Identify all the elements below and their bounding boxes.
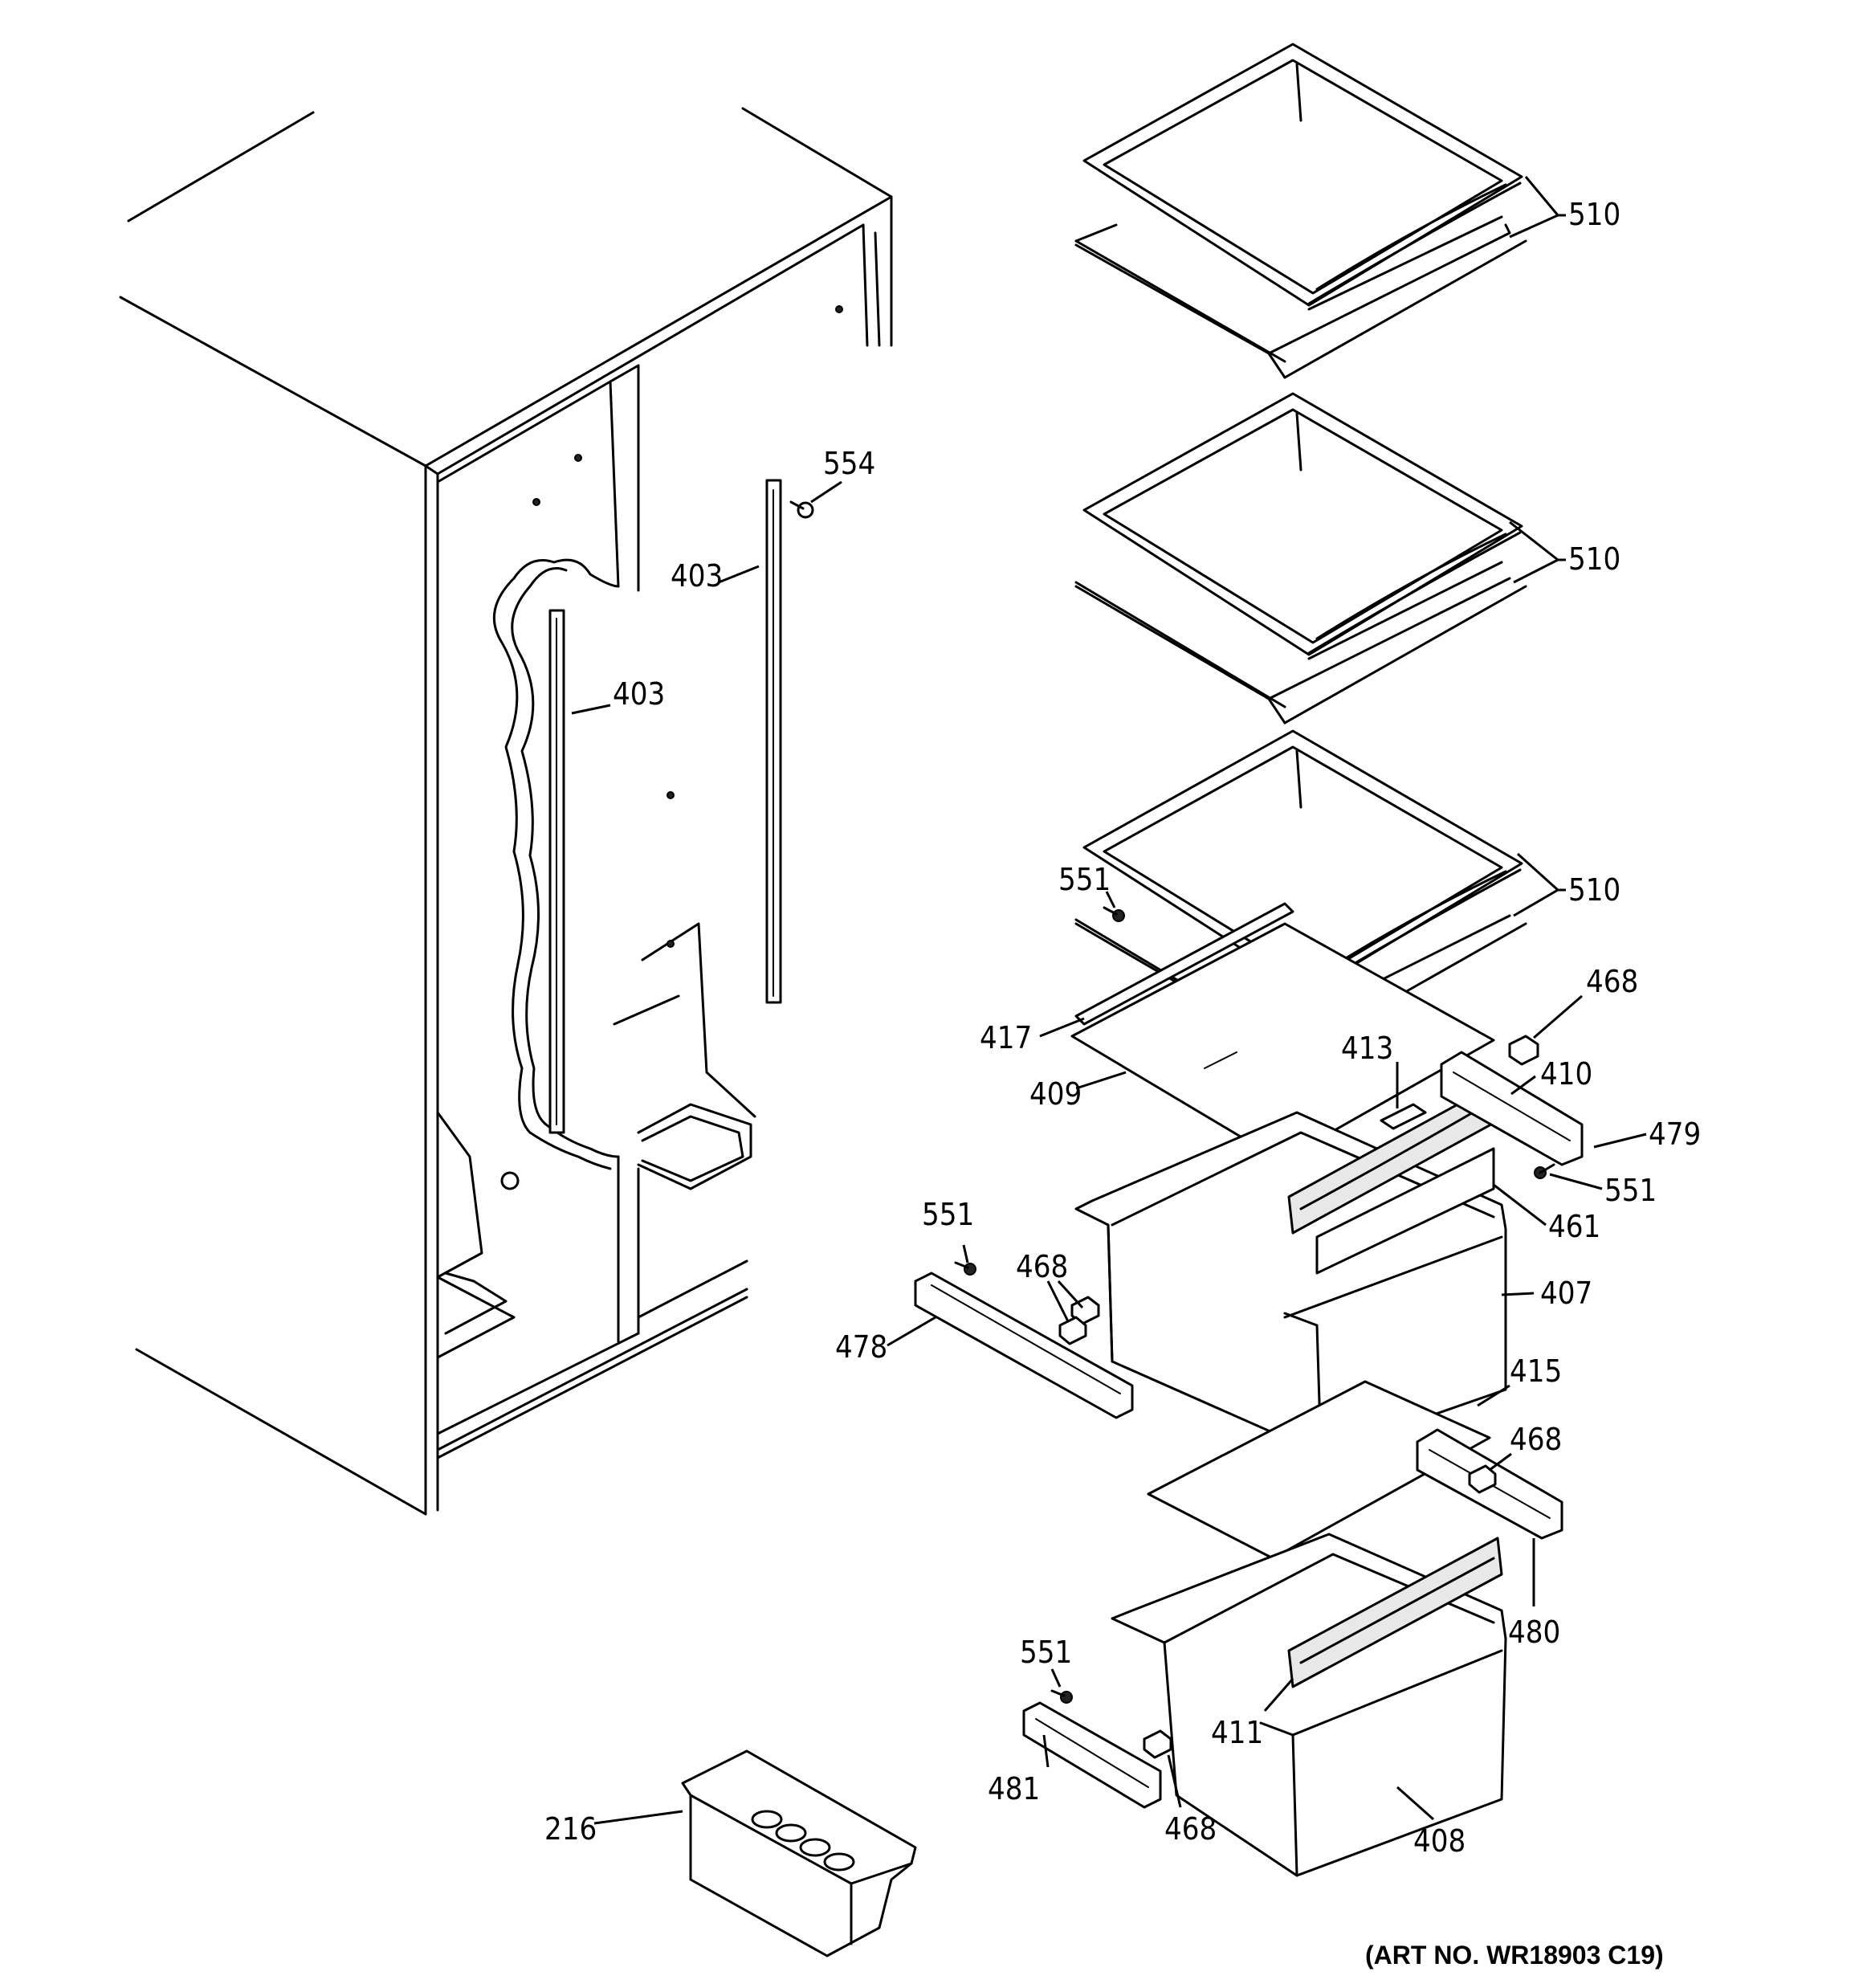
shelf-assembly-1 bbox=[1074, 43, 1527, 379]
callout-415: 415 bbox=[1510, 1353, 1562, 1389]
callout-554: 554 bbox=[823, 446, 875, 481]
callout-510-c: 510 bbox=[1568, 872, 1620, 908]
callout-551-c: 551 bbox=[922, 1197, 974, 1232]
callout-461: 461 bbox=[1548, 1209, 1600, 1244]
pan-cover-415 bbox=[1147, 1380, 1491, 1560]
callout-478: 478 bbox=[835, 1329, 887, 1365]
callout-468-d: 468 bbox=[1164, 1811, 1217, 1847]
shelf-assembly-2 bbox=[1074, 392, 1527, 725]
stop-468-d bbox=[1143, 1729, 1172, 1759]
callout-551-b: 551 bbox=[1604, 1173, 1657, 1208]
callout-468-c: 468 bbox=[1510, 1422, 1562, 1457]
pan-handle-411 bbox=[1287, 1537, 1503, 1688]
screw-551-b bbox=[1534, 1163, 1555, 1179]
callout-407: 407 bbox=[1540, 1276, 1592, 1311]
pan-cover-glass-409 bbox=[1070, 922, 1495, 1162]
callout-510-b: 510 bbox=[1568, 541, 1620, 577]
pan-cover-support-417 bbox=[1074, 902, 1294, 1026]
refrigerator-cabinet bbox=[119, 107, 893, 1516]
shelf-rail-left bbox=[548, 609, 565, 1134]
callout-510-a: 510 bbox=[1568, 197, 1620, 232]
callout-411: 411 bbox=[1211, 1715, 1263, 1750]
callout-551-d: 551 bbox=[1020, 1635, 1072, 1670]
screw-551-d bbox=[1050, 1689, 1073, 1704]
screw-551-c bbox=[954, 1261, 976, 1276]
shelf-rail-right bbox=[765, 479, 782, 1004]
callout-480: 480 bbox=[1508, 1614, 1560, 1650]
callout-409: 409 bbox=[1029, 1076, 1082, 1112]
pan-handle-461 bbox=[1315, 1147, 1495, 1275]
bin-216 bbox=[681, 1749, 917, 1957]
callout-468-b: 468 bbox=[1016, 1249, 1068, 1284]
callout-479: 479 bbox=[1649, 1116, 1701, 1152]
pan-407 bbox=[1074, 1111, 1507, 1455]
stop-468-b2 bbox=[1058, 1316, 1087, 1345]
screw-551-a bbox=[1103, 906, 1125, 922]
callout-403-a: 403 bbox=[671, 558, 723, 594]
pan-slide-478 bbox=[914, 1272, 1134, 1419]
stop-468-c bbox=[1468, 1464, 1497, 1494]
callout-216: 216 bbox=[544, 1811, 597, 1847]
stop-468-a bbox=[1508, 1035, 1539, 1066]
callout-413: 413 bbox=[1341, 1031, 1393, 1066]
callout-410: 410 bbox=[1540, 1056, 1592, 1092]
pan-slide-481 bbox=[1022, 1701, 1162, 1809]
drawer-label-413 bbox=[1380, 1103, 1427, 1130]
callout-417: 417 bbox=[980, 1020, 1032, 1055]
callout-551-a: 551 bbox=[1058, 862, 1111, 897]
callout-468-a: 468 bbox=[1586, 964, 1638, 999]
callout-403-b: 403 bbox=[613, 676, 665, 712]
leader-lines bbox=[571, 176, 1647, 1825]
callout-labels: 510 510 510 554 403 403 551 468 417 413 … bbox=[544, 197, 1701, 1859]
rail-screw-554 bbox=[789, 500, 814, 519]
pan-slide-479 bbox=[1440, 1051, 1584, 1166]
art-number: (ART NO. WR18903 C19) bbox=[1365, 1941, 1664, 1970]
callout-408: 408 bbox=[1413, 1823, 1466, 1859]
callout-481: 481 bbox=[988, 1771, 1040, 1806]
